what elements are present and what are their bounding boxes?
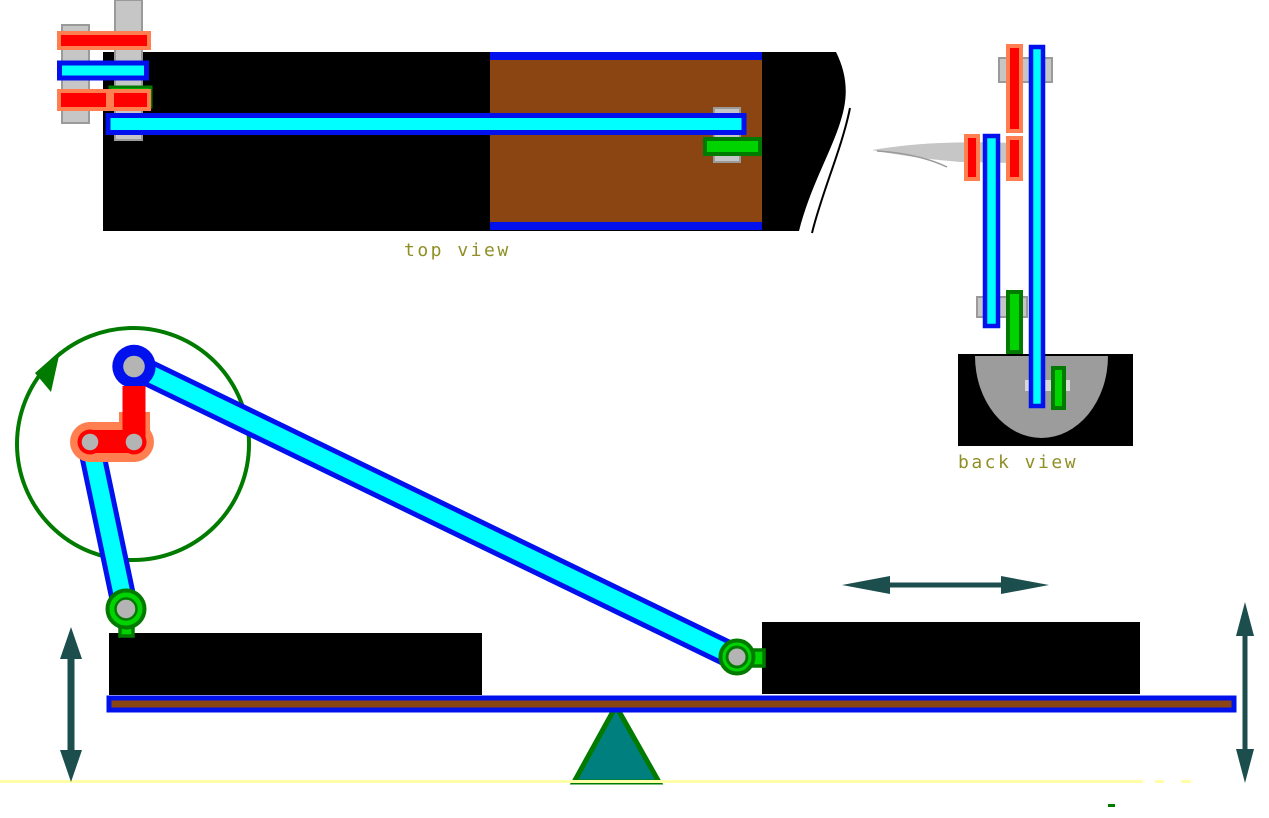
left-joint-pin [114,597,138,621]
back-view-axle-crease [876,150,948,168]
green-speck [1108,804,1115,807]
weight-block-left [109,633,482,695]
ground-line-dash-2 [1181,780,1191,783]
top-view-red-block-left [57,89,110,111]
top-view: top view [57,0,851,261]
back-view-red-bar-upper [1006,44,1023,133]
crank-pin-left [81,433,99,451]
crank-arm-vertical [122,386,146,444]
top-view-long-rod [105,113,747,135]
short-link [81,440,134,610]
right-updown-arrow-head-bottom [1236,749,1254,783]
back-view-cyan-link-short [982,133,1001,329]
back-view-slider-pin [1025,380,1070,391]
back-view-cyan-link-long [1028,44,1046,409]
top-view-break-line [811,107,851,234]
top-view-wood-plate-top-edge [490,52,762,60]
rotation-arrow-icon [35,351,60,392]
weight-block-right [762,622,1140,694]
ground-line-dash-1 [1155,780,1164,783]
rotation-circle [15,326,251,562]
crank-top-joint-pin [123,355,145,378]
back-view-green-pin-lower [1051,366,1066,410]
right-updown-arrow-head-top [1236,602,1254,636]
back-view-red-bar-small [964,134,980,181]
left-updown-arrow-head-bottom [60,750,82,782]
back-view-label: back view [958,452,1078,473]
horizontal-motion-arrow-head-right [1001,576,1049,594]
seesaw-beam [106,695,1237,713]
ground-line [0,780,1143,783]
horizontal-motion-arrow-head-left [842,576,890,594]
top-view-green-clip [703,137,762,156]
top-view-red-block-right [110,89,151,111]
top-view-red-cap [57,31,151,50]
right-joint-pin [725,645,749,669]
top-view-label: top view [404,240,511,261]
left-updown-arrow-head-top [60,627,82,659]
back-view-red-bar-lower [1006,136,1023,181]
back-view-green-pin-upper [1006,290,1023,354]
top-view-cyan-bar [57,60,149,81]
back-view: back view [872,44,1133,473]
side-view [0,326,1254,807]
top-view-wood-plate-bottom-edge [490,222,762,230]
fulcrum-triangle [569,700,664,785]
crank-pin-right [125,433,143,451]
long-link [130,358,741,666]
